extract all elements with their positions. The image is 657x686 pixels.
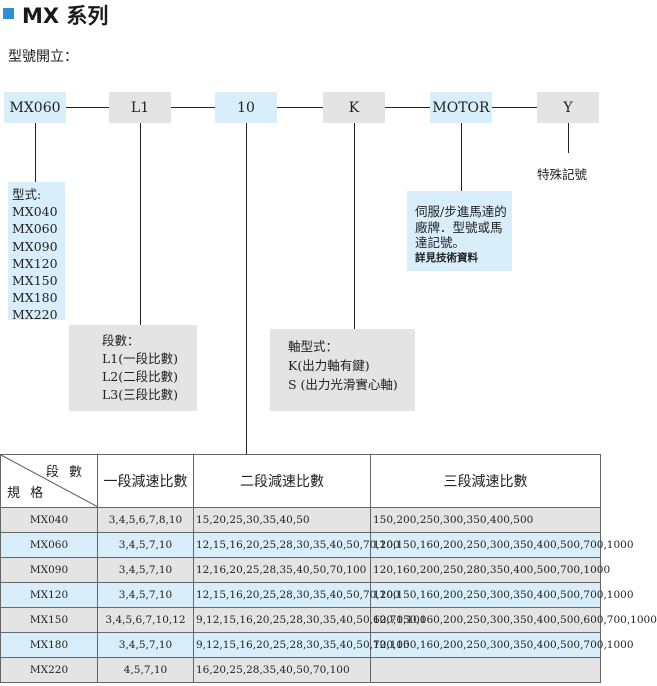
connector-line [66, 107, 109, 108]
table-header-row: 段 數 規 格 一段減速比數 二段減速比數 三段減速比數 [0, 454, 601, 508]
stage-option: L1(一段比數) [102, 351, 179, 366]
table-cell-model: MX220 [0, 657, 98, 683]
table-row: MX150 3,4,5,6,7,10,12 9,12,15,16,20,25,2… [0, 607, 657, 633]
table-cell-stage1: 3,4,5,6,7,10,12 [97, 607, 194, 633]
model-option: MX040 [12, 204, 58, 220]
special-mark-description: 特殊記號 [537, 167, 588, 182]
table-cell-stage2: 16,20,25,28,35,40,50,70,100 [193, 657, 371, 683]
table-row: MX220 4,5,7,10 16,20,25,28,35,40,50,70,1… [0, 657, 601, 683]
table-row: MX180 3,4,5,7,10 9,12,15,16,20,25,28,30,… [0, 632, 634, 658]
table-cell-stage3: 120,150,160,200,250,300,350,400,500,700,… [370, 582, 634, 608]
model-option: MX090 [12, 238, 58, 254]
code-box-stage: L1 [109, 92, 171, 123]
leader-line [568, 123, 569, 153]
table-cell-stage1: 3,4,5,7,10 [97, 632, 194, 658]
model-type-label: 型式: [12, 187, 42, 202]
connector-line [385, 107, 430, 108]
table-cell-stage2: 15,20,25,30,35,40,50 [193, 507, 371, 533]
code-box-ratio: 10 [215, 92, 277, 123]
table-cell-stage2: 12,16,20,25,28,35,40,50,70,100 [193, 557, 371, 583]
table-row: MX090 3,4,5,7,10 12,16,20,25,28,35,40,50… [0, 557, 610, 583]
table-corner-cell: 段 數 規 格 [0, 454, 99, 508]
table-cell-stage2: 12,15,16,20,25,28,30,35,40,50,70,100 [193, 532, 400, 558]
page-title: MX 系列 [22, 4, 109, 28]
table-cell-stage2: 9,12,15,16,20,25,28,30,35,40,50,60,70,10… [193, 607, 426, 633]
table-cell-stage2: 12,15,16,20,25,28,30,35,40,50,70,100 [193, 582, 400, 608]
section-subtitle: 型號開立： [8, 49, 78, 65]
leader-line [140, 123, 141, 325]
column-header: 三段減速比數 [370, 454, 601, 508]
table-row: MX120 3,4,5,7,10 12,15,16,20,25,28,30,35… [0, 582, 634, 608]
shaft-description: 軸型式： K(出力軸有鍵) S (出力光滑實心軸) [270, 329, 415, 411]
table-row: MX060 3,4,5,7,10 12,15,16,20,25,28,30,35… [0, 532, 634, 558]
table-cell-stage1: 3,4,5,6,7,8,10 [97, 507, 194, 533]
model-option: MX060 [12, 221, 58, 237]
leader-line [35, 123, 36, 182]
model-option: MX150 [12, 273, 58, 289]
table-cell-stage3: 120,160,200,250,280,350,400,500,700,1000 [370, 557, 610, 583]
motor-text: 廠牌．型號或馬 [415, 219, 503, 235]
ratio-table: 段 數 規 格 一段減速比數 二段減速比數 三段減速比數 MX040 3,4,5… [0, 454, 657, 683]
motor-note: 詳見技術資料 [415, 251, 478, 264]
table-cell-stage1: 3,4,5,7,10 [97, 532, 194, 558]
code-box-shaft: K [323, 92, 385, 123]
table-cell-stage1: 3,4,5,7,10 [97, 582, 194, 608]
connector-line [492, 107, 537, 108]
diagonal-divider [0, 454, 99, 508]
table-cell-model: MX090 [0, 557, 98, 583]
table-cell-model: MX120 [0, 582, 98, 608]
table-cell-stage3 [370, 657, 601, 683]
model-option: MX180 [12, 290, 58, 306]
code-box-model: MX060 [4, 92, 66, 123]
model-option: MX220 [12, 307, 58, 323]
table-cell-model: MX180 [0, 632, 98, 658]
code-box-special: Y [537, 92, 599, 123]
table-cell-stage1: 4,5,7,10 [97, 657, 194, 683]
leader-line [461, 123, 462, 191]
column-header: 二段減速比數 [193, 454, 371, 508]
stage-description: 段數： L1(一段比數) L2(二段比數) L3(三段比數) [69, 325, 197, 411]
table-cell-stage3: 120,150,160,200,250,300,350,400,500,600,… [370, 607, 657, 633]
model-type-description: 型式: MX040 MX060 MX090 MX120 MX150 MX180 … [8, 182, 65, 323]
corner-label-stages: 段 數 [45, 465, 85, 480]
shaft-option: S (出力光滑實心軸) [288, 377, 398, 392]
code-box-motor: MOTOR [430, 92, 492, 123]
table-cell-model: MX040 [0, 507, 98, 533]
table-cell-stage3: 120,150,160,200,250,300,350,400,500,700,… [370, 532, 634, 558]
table-cell-stage1: 3,4,5,7,10 [97, 557, 194, 583]
corner-label-spec: 規 格 [7, 486, 47, 501]
leader-line [354, 123, 355, 329]
column-header: 一段減速比數 [97, 454, 194, 508]
title-bullet-icon [3, 8, 14, 19]
table-cell-model: MX060 [0, 532, 98, 558]
motor-text: 達記號。 [415, 235, 466, 250]
leader-line [246, 123, 247, 454]
shaft-label: 軸型式： [288, 339, 339, 354]
connector-line [277, 107, 323, 108]
stage-label: 段數： [102, 333, 140, 348]
table-cell-stage3: 120,150,160,200,250,300,350,400,500,700,… [370, 632, 634, 658]
table-cell-stage2: 9,12,15,16,20,25,28,30,35,40,50,70,100 [193, 632, 410, 658]
connector-line [171, 107, 215, 108]
shaft-option: K(出力軸有鍵) [288, 358, 370, 373]
stage-option: L2(二段比數) [102, 369, 179, 384]
table-row: MX040 3,4,5,6,7,8,10 15,20,25,30,35,40,5… [0, 507, 601, 533]
stage-option: L3(三段比數) [102, 387, 179, 402]
table-cell-model: MX150 [0, 607, 98, 633]
table-cell-stage3: 150,200,250,300,350,400,500 [370, 507, 601, 533]
motor-description: 伺服/步進馬達的 廠牌．型號或馬 達記號。 詳見技術資料 [407, 191, 512, 271]
motor-text: 伺服/步進馬達的 [415, 204, 507, 219]
model-option: MX120 [12, 255, 58, 271]
